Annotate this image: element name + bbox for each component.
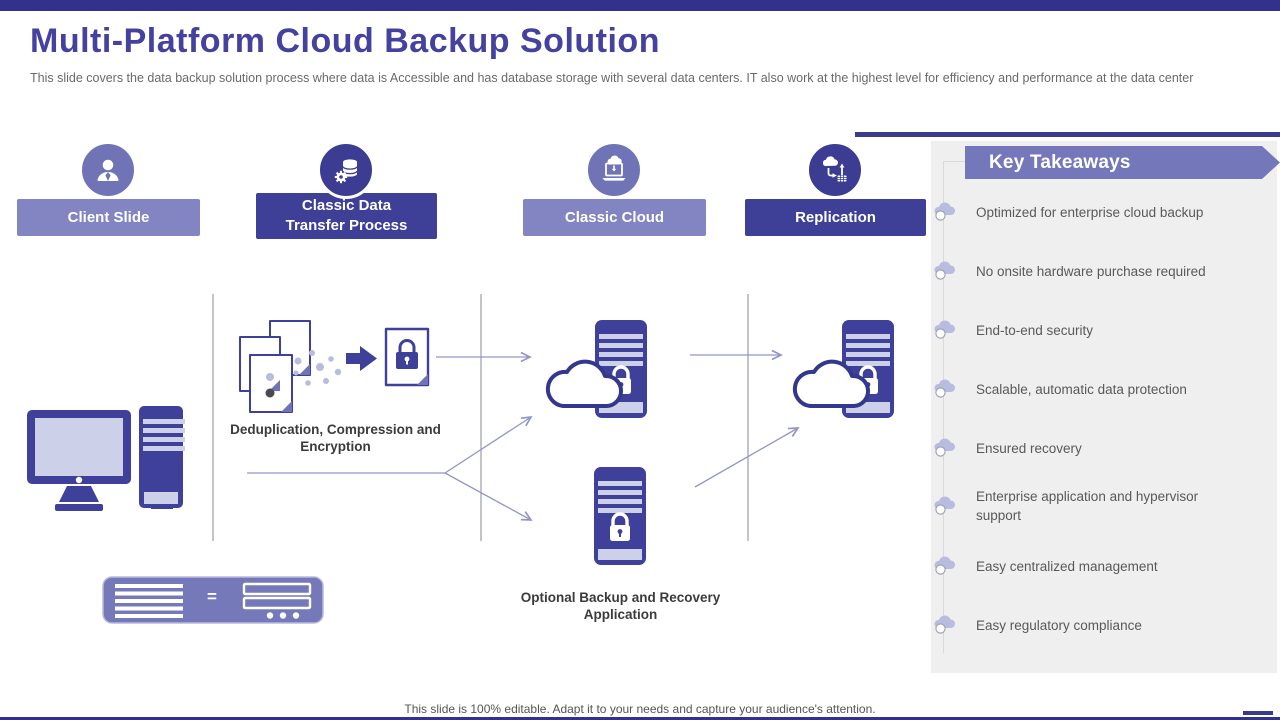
process-badge-label: Classic Cloud bbox=[523, 199, 706, 236]
storage-appliance-icon bbox=[102, 576, 324, 624]
desktop-computer-icon bbox=[27, 406, 185, 511]
cloud-bullet-icon bbox=[934, 261, 956, 280]
encrypted-file-icon bbox=[384, 327, 430, 387]
equals-sign: = bbox=[207, 587, 217, 606]
cloud-server-icon bbox=[792, 320, 894, 418]
dedup-caption: Deduplication, Compression and Encryptio… bbox=[230, 422, 441, 454]
takeaway-item: Scalable, automatic data protection bbox=[933, 371, 1255, 407]
laptop-cloud-icon bbox=[585, 141, 643, 199]
cloud-bullet-icon bbox=[934, 615, 956, 634]
takeaway-text: Easy centralized management bbox=[976, 558, 1158, 574]
process-badge-label: Client Slide bbox=[17, 199, 200, 236]
takeaways-top-rule bbox=[855, 132, 1280, 137]
takeaway-item: Enterprise application and hypervisor su… bbox=[933, 488, 1255, 524]
key-takeaways-banner: Key Takeaways bbox=[965, 146, 1280, 179]
cloud-bullet-icon bbox=[934, 438, 956, 457]
takeaway-item: No onsite hardware purchase required bbox=[933, 253, 1255, 289]
key-takeaways-panel: Key Takeaways Optimized for enterprise c… bbox=[931, 141, 1277, 673]
cloud-sync-icon bbox=[806, 141, 864, 199]
bottom-border bbox=[0, 717, 1280, 720]
backup-server-icon bbox=[594, 467, 646, 565]
key-takeaways-heading: Key Takeaways bbox=[989, 151, 1131, 173]
takeaway-item: Ensured recovery bbox=[933, 430, 1255, 466]
slide-subtitle: This slide covers the data backup soluti… bbox=[30, 71, 1194, 85]
deduplication-encryption-icon bbox=[239, 320, 430, 413]
takeaway-text: No onsite hardware purchase required bbox=[976, 263, 1206, 279]
process-badge-label: Classic Data Transfer Process bbox=[256, 193, 437, 239]
takeaway-text: End-to-end security bbox=[976, 322, 1094, 338]
takeaway-text: Ensured recovery bbox=[976, 440, 1082, 456]
takeaways-timeline bbox=[943, 161, 944, 653]
stage-divider-lines bbox=[212, 294, 749, 541]
takeaway-text: Optimized for enterprise cloud backup bbox=[976, 204, 1204, 220]
optional-backup-caption: Optional Backup and Recovery Application bbox=[520, 590, 721, 622]
database-gear-icon bbox=[317, 141, 375, 199]
takeaway-item: Optimized for enterprise cloud backup bbox=[933, 194, 1255, 230]
arrow-branch-down bbox=[444, 472, 531, 520]
transform-arrow-icon bbox=[346, 346, 377, 371]
cloud-server-icon bbox=[545, 320, 647, 418]
cloud-bullet-icon bbox=[934, 556, 956, 575]
bottom-accent-bar bbox=[1243, 711, 1273, 715]
cloud-bullet-icon bbox=[934, 379, 956, 398]
cloud-bullet-icon bbox=[934, 320, 956, 339]
page-title: Multi-Platform Cloud Backup Solution bbox=[30, 22, 660, 60]
footer-note: This slide is 100% editable. Adapt it to… bbox=[404, 702, 876, 716]
cloud-bullet-icon bbox=[934, 496, 956, 515]
takeaways-timeline-connector bbox=[943, 161, 967, 162]
takeaway-item: Easy regulatory compliance bbox=[933, 607, 1255, 643]
top-accent-bar bbox=[0, 0, 1280, 11]
data-dots bbox=[293, 350, 342, 386]
process-badge-label: Replication bbox=[745, 199, 926, 236]
arrow-backup-to-replica bbox=[694, 428, 798, 488]
arrow-branch-up bbox=[444, 417, 531, 474]
cloud-bullet-icon bbox=[934, 202, 956, 221]
user-icon bbox=[79, 141, 137, 199]
flow-connectors bbox=[212, 294, 935, 541]
takeaway-item: End-to-end security bbox=[933, 312, 1255, 348]
takeaway-text: Easy regulatory compliance bbox=[976, 617, 1142, 633]
takeaway-text: Scalable, automatic data protection bbox=[976, 381, 1187, 397]
takeaway-item: Easy centralized management bbox=[933, 548, 1255, 584]
takeaway-text: Enterprise application and hypervisor su… bbox=[976, 489, 1199, 523]
